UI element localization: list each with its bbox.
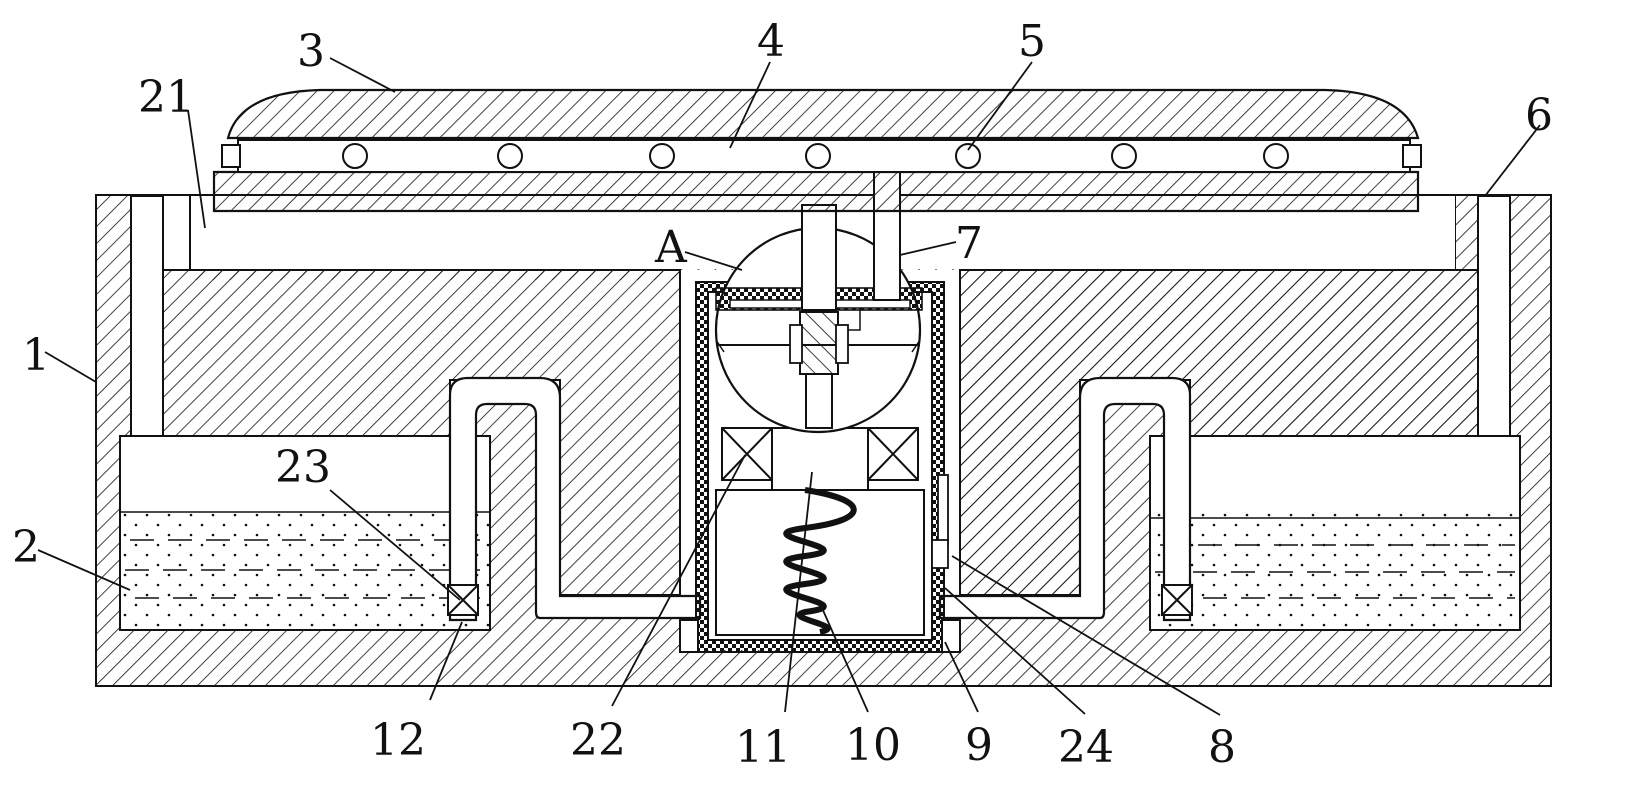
label-9: 9: [965, 720, 993, 771]
label-5: 5: [1018, 16, 1046, 67]
liquid-dashes: [121, 511, 1519, 599]
label-23: 23: [275, 442, 331, 493]
balls: [342, 143, 1289, 169]
leader-lines: [37, 57, 1541, 716]
right-pipe: [938, 376, 1193, 622]
label-a: A: [654, 222, 688, 273]
label-24: 24: [1058, 722, 1114, 773]
label-3: 3: [297, 26, 325, 77]
label-22: 22: [570, 715, 626, 766]
label-8: 8: [1208, 722, 1236, 773]
label-6: 6: [1525, 90, 1553, 141]
label-7: 7: [955, 218, 983, 269]
label-1: 1: [22, 330, 50, 381]
labels: 3 4 5 21 6 A 7 1 23 2 12 22 11 10 9 24 8: [12, 16, 1553, 773]
label-4: 4: [757, 16, 785, 67]
label-12: 12: [370, 715, 426, 766]
cavities: [119, 195, 1521, 650]
label-2: 2: [12, 522, 40, 573]
label-21: 21: [138, 72, 194, 123]
label-10: 10: [845, 720, 901, 771]
left-pipe: [447, 376, 702, 622]
label-11: 11: [735, 722, 791, 773]
